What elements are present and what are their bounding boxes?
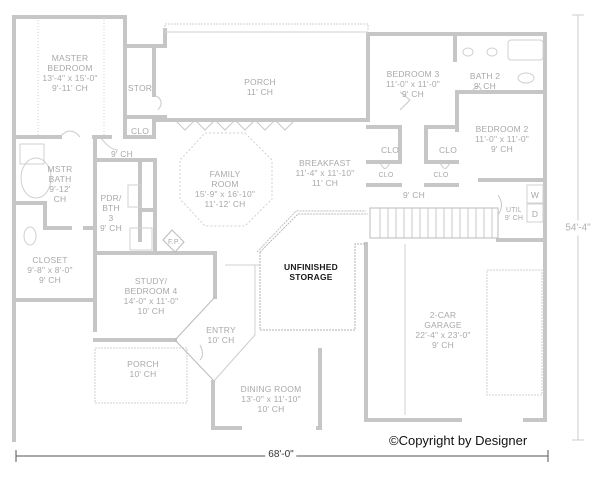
room-name: BREAKFAST [299,158,351,168]
ceiling-height: 9' CH [403,190,425,200]
doors [59,85,502,361]
room-label-dining-room: DINING ROOM 13'-0" x 11'-10" 10' CH [241,384,302,414]
room-label-porch-front: PORCH 10' CH [127,359,159,379]
ceiling-height: 9' CH [39,275,61,285]
room-label-hall-ch-1: 9' CH [111,149,133,159]
room-size: 15'-9" x 16'-10" [194,189,256,199]
room-name: CLO [438,145,458,155]
room-label-hall-ch-2: 9' CH [403,190,425,200]
ceiling-height: 9' CH [100,223,122,233]
appliance-label: D [531,209,539,219]
room-label-clo-hall: CLO [131,126,149,136]
room-name: F.P. [168,239,180,246]
room-label-clo-b2: CLO [439,145,457,155]
room-label-porch-rear: PORCH 11' CH [244,77,276,97]
room-name: CLOSET [32,255,68,265]
room-name: STUDY/ [134,276,168,286]
appliance-label: W [530,190,540,200]
room-size: 13'-4" x 15'-0" [42,73,98,83]
ceiling-height: 9' CH [504,215,524,222]
room-name: 2-CAR [429,310,457,320]
ceiling-height: 9' CH [111,149,133,159]
room-name: STORAGE [289,272,333,282]
room-name: ENTRY [206,325,236,335]
ceiling-height: 9' CH [491,144,513,154]
room-label-bedroom-3: BEDROOM 3 11'-0" x 11'-0" 9' CH [386,69,440,99]
room-label-mstr-bath: MSTR BATH 9'-12' CH [48,164,73,204]
room-name: CLO [433,172,449,179]
room-name: BEDROOM 3 [386,69,440,79]
room-name: PDR/ [100,193,122,203]
room-name: STOR [127,83,153,93]
room-name: BATH 2 [469,71,501,81]
room-name: DINING ROOM [240,384,302,394]
room-name: CLO [378,172,394,179]
room-name: UTIL [506,207,522,214]
room-name: MASTER [51,53,89,63]
room-label-closet: CLOSET 9'-8" x 8'-0" 9' CH [27,255,72,285]
room-label-clo-b2-small: CLO [434,172,449,180]
fireplace-label: F.P. [168,239,180,247]
washer-label: W [531,190,539,200]
ceiling-height: 9'-12' [49,184,71,194]
room-label-unfinished-storage: UNFINISHED STORAGE [284,262,338,282]
room-name: 3 [108,213,114,223]
room-size: 13'-0" x 11'-10" [241,394,301,404]
room-label-breakfast: BREAKFAST 11'-4" x 11'-10" 11' CH [296,158,355,188]
ceiling-height: 10' CH [137,306,165,316]
room-name: BATH [48,174,72,184]
room-name: BEDROOM [47,63,93,73]
room-size: 11'-0" x 11'-0" [474,134,530,144]
room-name: GARAGE [424,320,462,330]
room-name: BEDROOM 4 [124,286,178,296]
overall-width-dimension: 68'-0" [265,449,297,460]
ceiling-height: 11'-12' CH [204,199,246,209]
ceiling-height: 9' CH [473,81,496,91]
room-name: UNFINISHED [284,262,338,272]
room-name: PORCH [244,77,276,87]
room-name: BTH [102,203,120,213]
room-label-clo-b3: CLO [381,145,399,155]
ceiling-height: 10' CH [257,404,285,414]
room-name: ROOM [211,179,239,189]
ceiling-height: 9' CH [432,340,454,350]
walls [12,15,547,442]
overall-depth-dimension: 54'-4" [565,220,591,236]
room-name: FAMILY [209,169,241,179]
room-label-util: UTIL 9' CH [505,207,523,223]
ceiling-height: 10' CH [207,335,235,345]
ceiling-height: 9' CH [402,89,424,99]
ceiling-height: CH [53,194,67,204]
room-size: 22'-4" x 23'-0" [415,330,471,340]
room-size: 11'-0" x 11'-0" [385,79,441,89]
room-label-entry: ENTRY 10' CH [206,325,236,345]
room-name: MSTR [47,164,73,174]
ceiling-height: 9'-11' CH [51,83,89,93]
dryer-label: D [532,209,538,219]
room-label-family-room: FAMILY ROOM 15'-9" x 16'-10" 11'-12' CH [195,169,255,209]
room-label-clo-b3-small: CLO [379,172,394,180]
ceiling-height: 11' CH [246,87,274,97]
room-label-garage: 2-CAR GARAGE 22'-4" x 23'-0" 9' CH [415,310,470,350]
room-name: CLO [380,145,400,155]
copyright-notice: ©Copyright by Designer [389,433,528,448]
room-label-study-bedroom-4: STUDY/ BEDROOM 4 14'-0" x 11'-0" 10' CH [124,276,179,316]
room-size: 9'-8" x 8'-0" [27,265,73,275]
room-label-stor: STOR [128,83,152,93]
room-name: CLO [130,126,150,136]
room-label-pdr-bth-3: PDR/ BTH 3 9' CH [100,193,122,233]
room-size: 14'-0" x 11'-0" [123,296,179,306]
room-size: 11'-4" x 11'-10" [295,168,355,178]
room-name: BEDROOM 2 [475,124,529,134]
room-label-bedroom-2: BEDROOM 2 11'-0" x 11'-0" 9' CH [475,124,529,154]
thin-lines [19,17,544,415]
room-label-master-bedroom: MASTER BEDROOM 13'-4" x 15'-0" 9'-11' CH [42,53,97,93]
room-label-bath-2: BATH 2 9' CH [470,71,500,91]
room-name: PORCH [127,359,159,369]
ceiling-height: 10' CH [129,369,157,379]
ceiling-height: 11' CH [311,178,339,188]
